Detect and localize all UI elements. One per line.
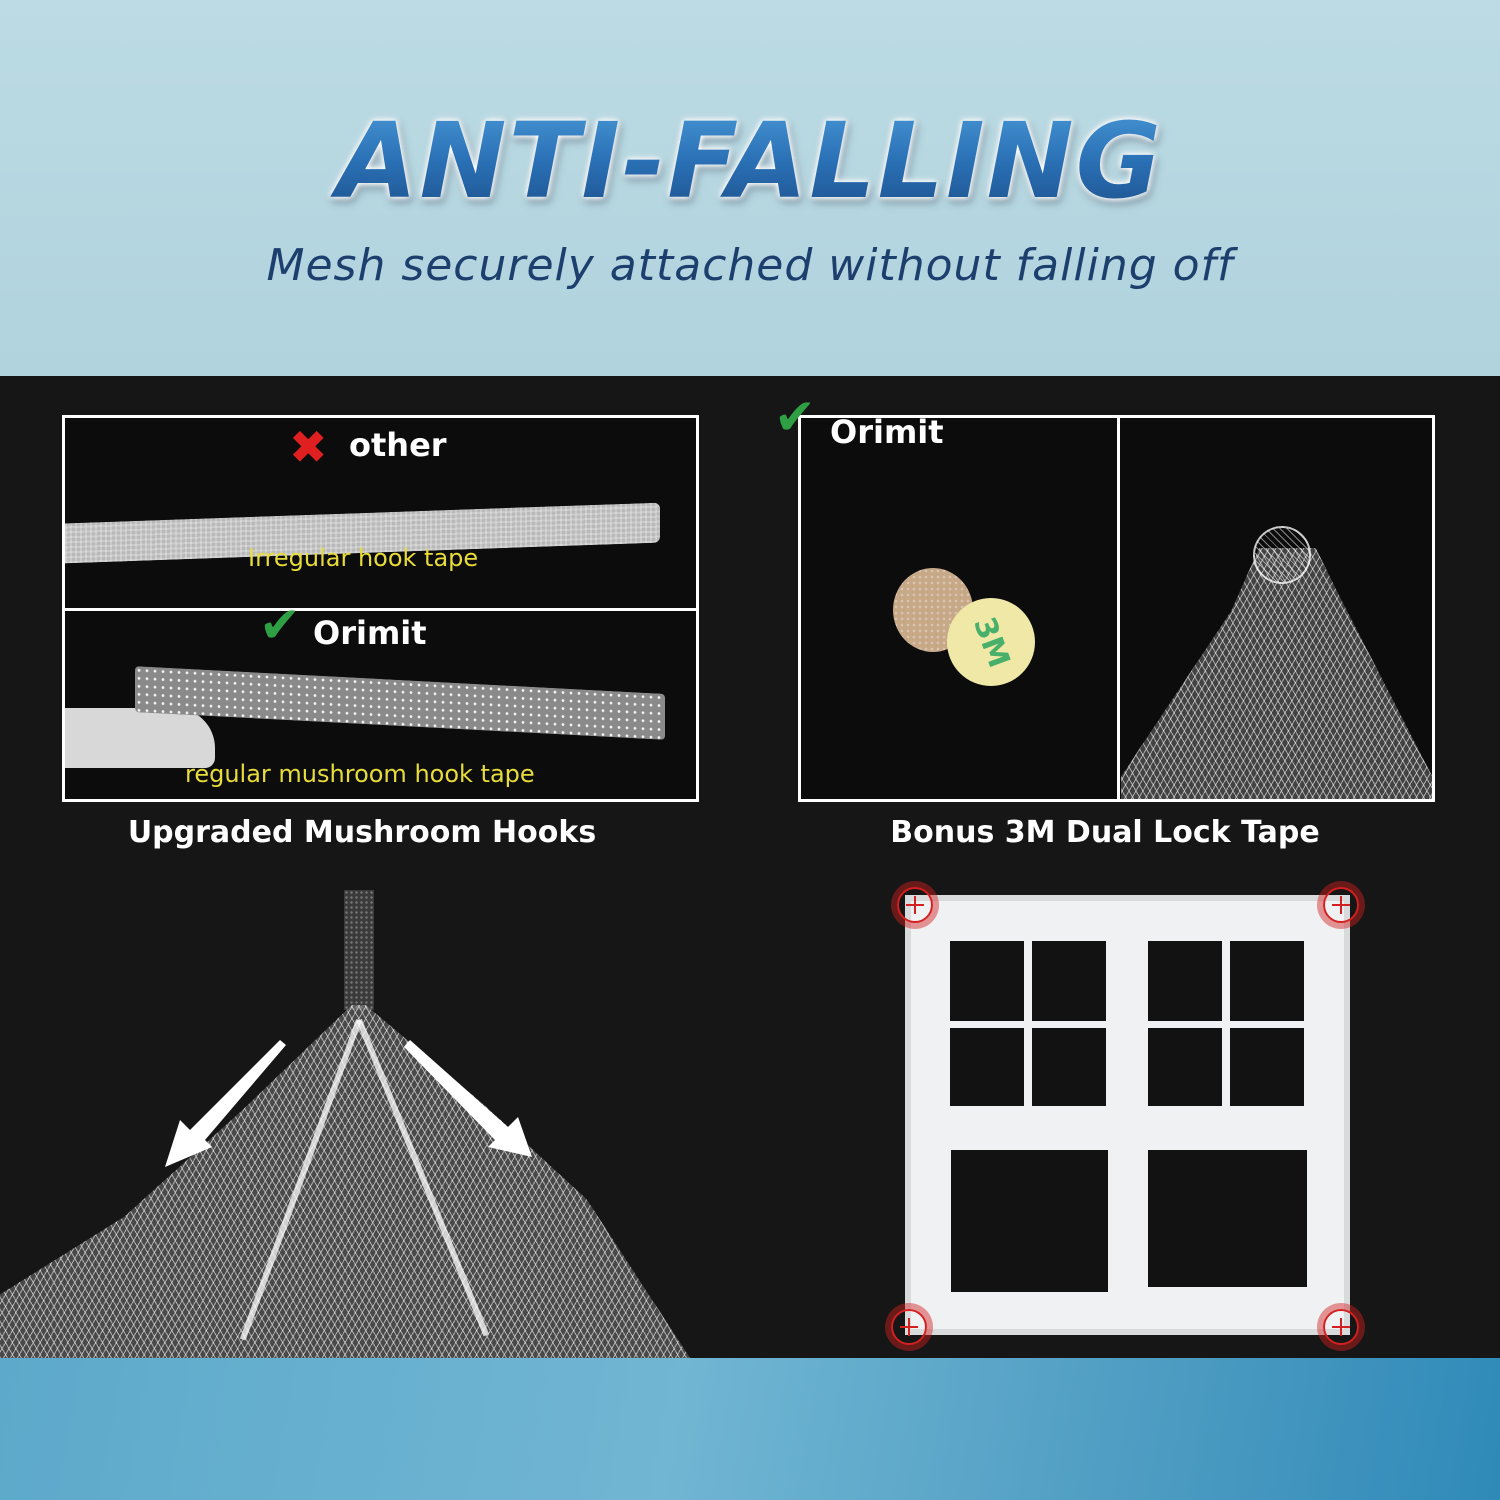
check-mark-icon: ✔: [774, 388, 816, 446]
window-pane: [1148, 941, 1222, 1021]
right-caption: Bonus 3M Dual Lock Tape: [890, 815, 1320, 850]
footer-banner: [0, 1358, 1500, 1500]
window-pane: [1148, 1028, 1222, 1106]
x-mark-icon: ✖: [289, 420, 328, 474]
corner-attach-marker-icon: [1323, 1309, 1359, 1345]
mushroom-tape-note: regular mushroom hook tape: [185, 760, 535, 788]
window-pane: [951, 1150, 1108, 1292]
orimit-brand-label: Orimit: [313, 614, 427, 652]
hanging-mesh-illustration: [0, 870, 700, 1358]
window-pane: [950, 941, 1024, 1021]
3m-logo-print: 3M: [965, 612, 1017, 672]
left-caption: Upgraded Mushroom Hooks: [127, 815, 597, 850]
corner-attach-marker-icon: [891, 1309, 927, 1345]
hook-tape-comparison: ✖ other Irregular hook tape ✔ Orimit reg…: [62, 415, 699, 802]
dual-lock-disc-adhesive: 3M: [947, 598, 1035, 686]
window-pane: [1032, 1028, 1106, 1106]
window-pane: [1230, 1028, 1304, 1106]
window-pane: [950, 1028, 1024, 1106]
mesh-knot: [1253, 526, 1311, 584]
page-subtitle: Mesh securely attached without falling o…: [266, 240, 1234, 291]
window-pane: [1230, 941, 1304, 1021]
check-mark-icon: ✔: [259, 596, 301, 654]
orimit-brand-label: Orimit: [830, 413, 944, 451]
window-pane: [1032, 941, 1106, 1021]
dual-lock-tape-panel: 3M: [798, 415, 1435, 802]
irregular-tape-note: Irregular hook tape: [248, 544, 479, 572]
arrow-down-left-icon: [165, 1040, 286, 1167]
arrow-down-right-icon: [404, 1040, 532, 1157]
page-title: ANTI-FALLING: [0, 100, 1500, 222]
window-pane: [1148, 1150, 1307, 1287]
header-banner: ANTI-FALLING Mesh securely attached with…: [0, 0, 1500, 376]
comparison-divider: [65, 608, 696, 611]
corner-attach-marker-icon: [1323, 887, 1359, 923]
other-brand-label: other: [349, 426, 447, 464]
panel-divider: [1117, 418, 1120, 799]
tape-roll-image: [65, 708, 215, 768]
corner-attach-marker-icon: [897, 887, 933, 923]
mesh-attached-image: [1121, 548, 1432, 799]
window-illustration: [891, 887, 1359, 1345]
hook-strap: [344, 890, 374, 1010]
mushroom-hook-tape-image: [135, 666, 665, 740]
